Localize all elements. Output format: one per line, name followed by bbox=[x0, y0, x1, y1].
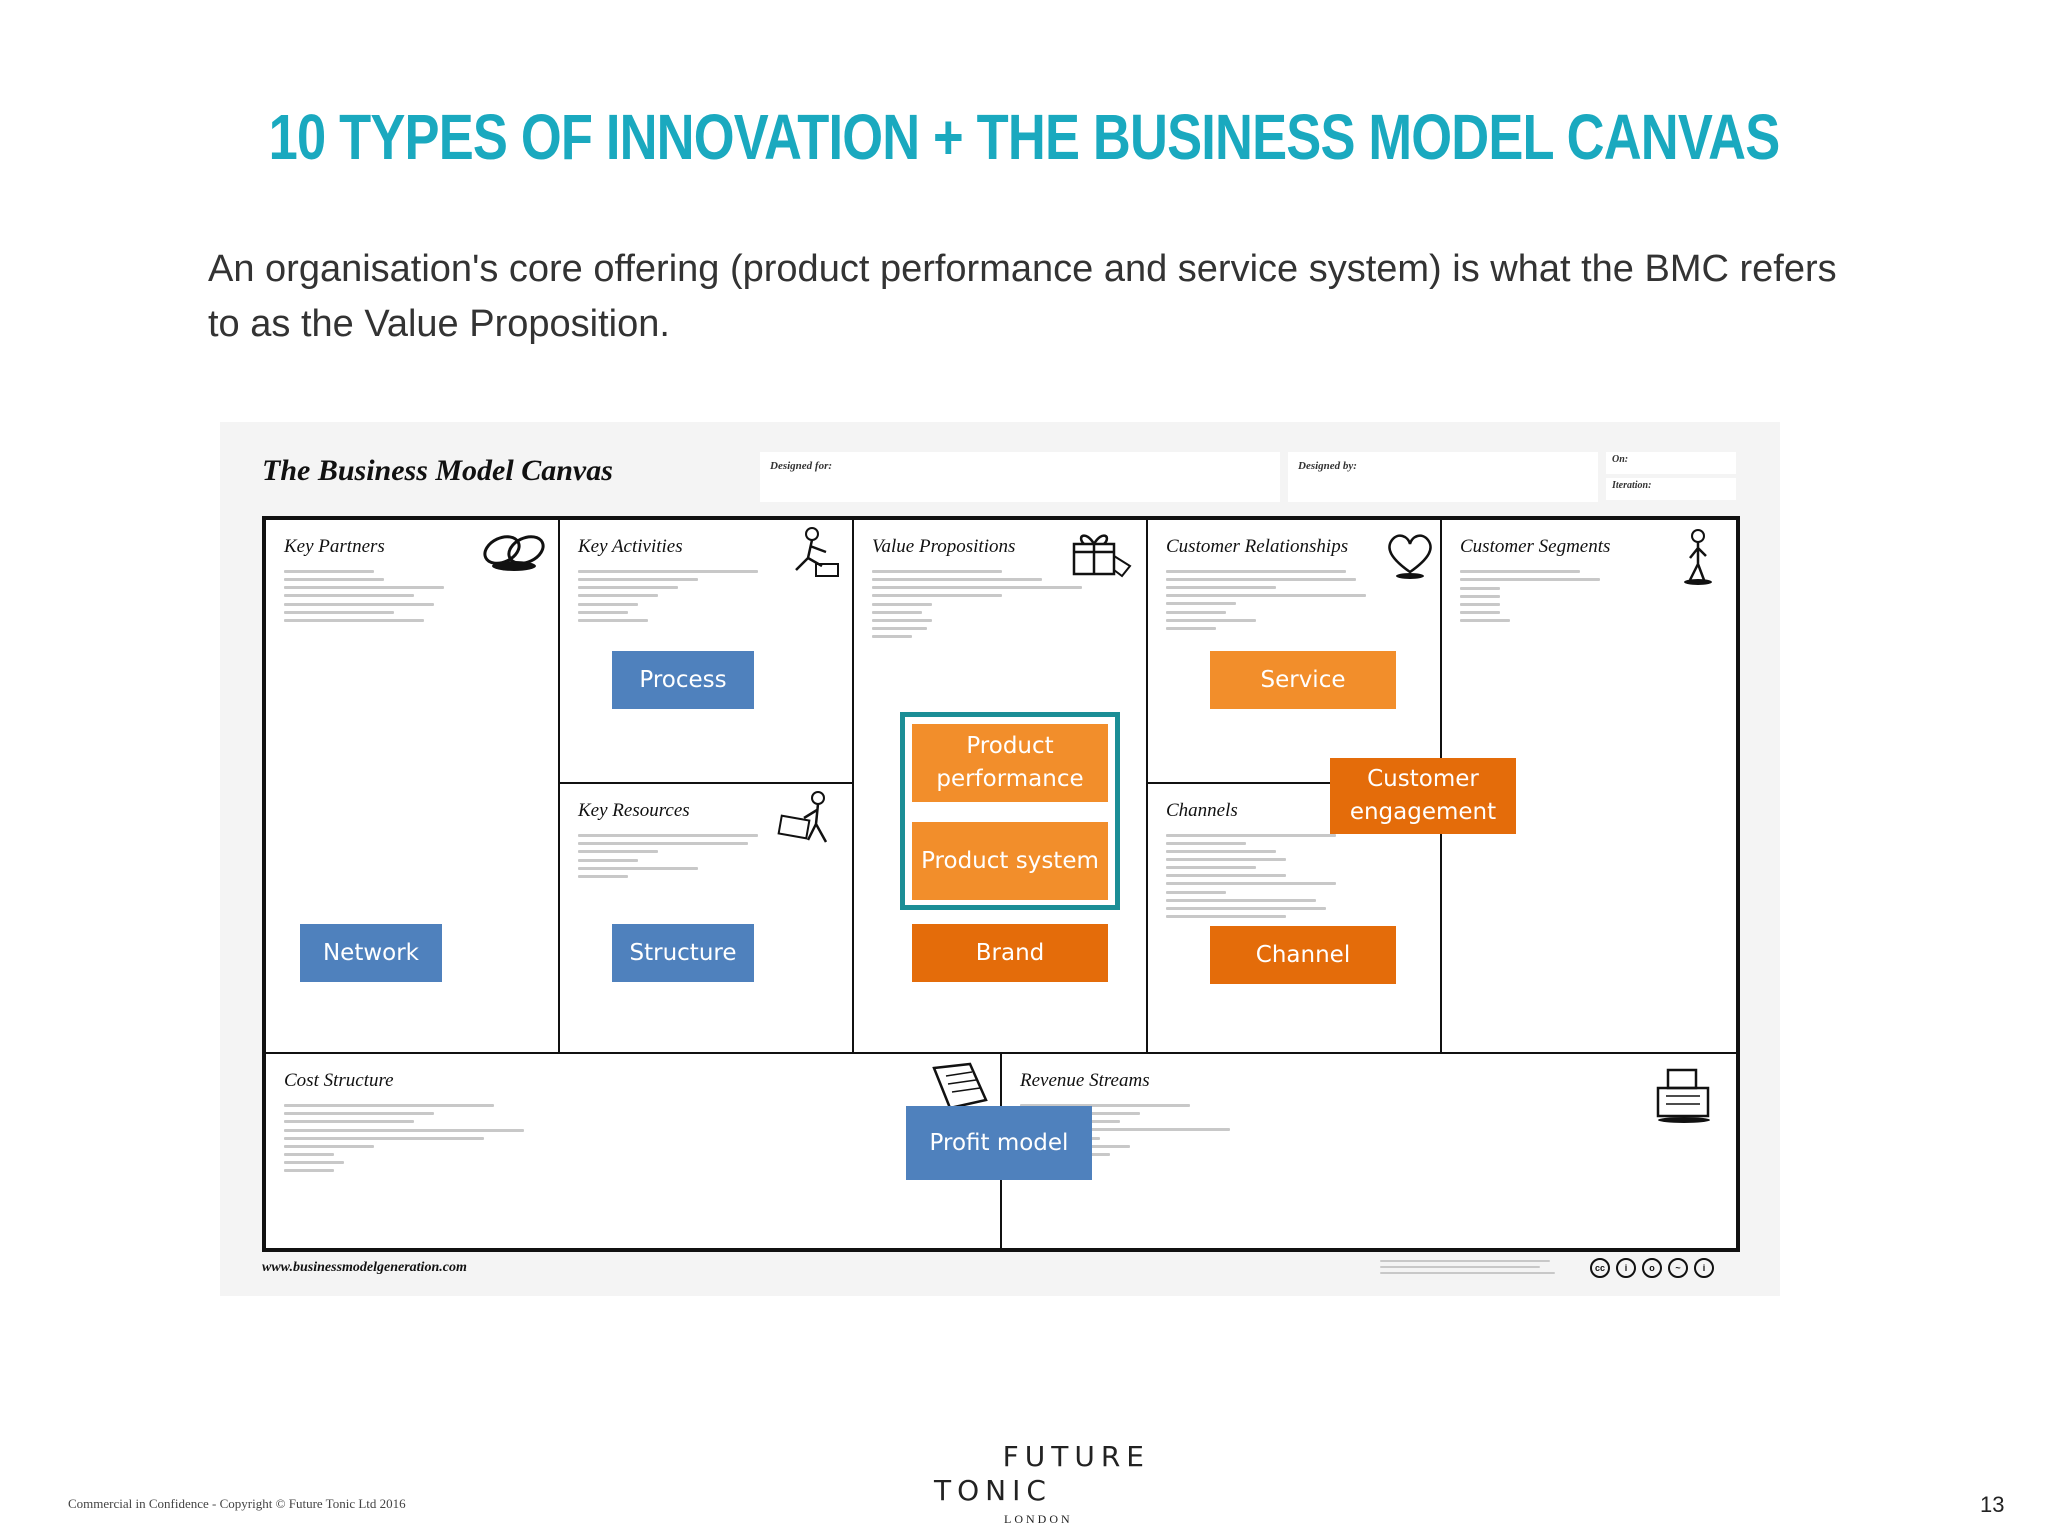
section-questions bbox=[1460, 570, 1670, 627]
section-title: Channels bbox=[1166, 800, 1238, 821]
tag-channel: Channel bbox=[1210, 926, 1396, 984]
gift-box-icon bbox=[1072, 534, 1132, 578]
section-channels: Channels bbox=[1148, 784, 1440, 1052]
section-questions bbox=[578, 570, 788, 627]
price-tag-icon bbox=[932, 1062, 988, 1110]
canvas-footer-url: www.businessmodelgeneration.com bbox=[262, 1260, 467, 1275]
page-number: 13 bbox=[1980, 1492, 2005, 1517]
divider bbox=[852, 520, 854, 1052]
logo-line-2: TONIC bbox=[934, 1474, 1052, 1507]
section-customer-relationships: Customer Relationships bbox=[1148, 520, 1440, 782]
divider bbox=[1146, 520, 1148, 1052]
by-icon: i bbox=[1616, 1258, 1636, 1278]
business-model-canvas-image: The Business Model Canvas Designed for: … bbox=[220, 422, 1780, 1296]
section-revenue-streams: Revenue Streams bbox=[1002, 1054, 1736, 1248]
logo-line-1: FUTURE bbox=[1002, 1440, 1150, 1473]
slide-subtitle: An organisation's core offering (product… bbox=[208, 248, 1837, 345]
section-questions bbox=[578, 834, 788, 883]
tag-product-system: Product system bbox=[912, 822, 1108, 900]
section-title: Cost Structure bbox=[284, 1070, 394, 1091]
section-title: Customer Segments bbox=[1460, 536, 1611, 557]
tag-brand: Brand bbox=[912, 924, 1108, 982]
section-title: Customer Relationships bbox=[1166, 536, 1349, 557]
section-value-propositions: Value Propositions bbox=[854, 520, 1146, 1052]
section-key-resources: Key Resources bbox=[560, 784, 852, 1052]
cash-register-icon bbox=[1656, 1068, 1710, 1123]
slide-title: 10 TYPES OF INNOVATION + THE BUSINESS MO… bbox=[268, 101, 1781, 173]
tag-profit-model: Profit model bbox=[906, 1106, 1092, 1180]
person-icon bbox=[1684, 529, 1712, 585]
section-title: Key Partners bbox=[284, 536, 385, 557]
worker-with-box-icon bbox=[777, 791, 828, 843]
divider bbox=[1146, 782, 1440, 784]
attribution-icon: i bbox=[1694, 1258, 1714, 1278]
section-questions bbox=[284, 570, 494, 627]
designed-by-field: Designed by: bbox=[1288, 452, 1598, 502]
worker-icon bbox=[795, 527, 839, 577]
copyright-notice: Commercial in Confidence - Copyright © F… bbox=[68, 1496, 406, 1511]
section-questions bbox=[872, 570, 1082, 643]
tag-product-performance: Product performance bbox=[912, 724, 1108, 802]
divider bbox=[558, 520, 560, 1052]
designed-for-label: Designed for: bbox=[770, 460, 833, 472]
creative-commons-icons: cc i o ~ i bbox=[1590, 1258, 1714, 1278]
section-title: Key Resources bbox=[578, 800, 690, 821]
sa-icon: o bbox=[1642, 1258, 1662, 1278]
tag-process: Process bbox=[612, 651, 754, 709]
divider bbox=[558, 782, 852, 784]
on-field: On: bbox=[1606, 452, 1736, 474]
iteration-field: Iteration: bbox=[1606, 478, 1736, 500]
value-proposition-highlight-frame bbox=[900, 712, 1120, 910]
on-label: On: bbox=[1612, 454, 1629, 465]
section-questions bbox=[1166, 570, 1376, 635]
cc-icon: cc bbox=[1590, 1258, 1610, 1278]
logo-line-3: LONDON bbox=[1004, 1512, 1073, 1526]
license-text bbox=[1380, 1260, 1560, 1278]
section-cost-structure: Cost Structure bbox=[266, 1054, 1000, 1248]
tag-network: Network bbox=[300, 924, 442, 982]
section-title: Key Activities bbox=[578, 536, 683, 557]
future-tonic-logo: FUTURE TONIC LONDON bbox=[930, 1440, 1160, 1530]
tag-customer-engagement: Customer engagement bbox=[1330, 758, 1516, 834]
section-key-activities: Key Activities bbox=[560, 520, 852, 782]
nc-icon: ~ bbox=[1668, 1258, 1688, 1278]
section-title: Value Propositions bbox=[872, 536, 1016, 557]
section-customer-segments: Customer Segments bbox=[1442, 520, 1736, 1052]
tag-structure: Structure bbox=[612, 924, 754, 982]
heart-icon bbox=[1388, 534, 1432, 579]
designed-by-label: Designed by: bbox=[1298, 460, 1357, 472]
section-key-partners: Key Partners bbox=[266, 520, 558, 1052]
chain-link-icon bbox=[483, 535, 545, 571]
canvas-grid: Key Partners Key Activities bbox=[262, 516, 1740, 1252]
section-questions bbox=[284, 1104, 544, 1177]
section-questions bbox=[1166, 834, 1376, 923]
canvas-title: The Business Model Canvas bbox=[262, 454, 613, 487]
section-title: Revenue Streams bbox=[1020, 1070, 1150, 1091]
designed-for-field: Designed for: bbox=[760, 452, 1280, 502]
iteration-label: Iteration: bbox=[1612, 480, 1652, 491]
tag-service: Service bbox=[1210, 651, 1396, 709]
